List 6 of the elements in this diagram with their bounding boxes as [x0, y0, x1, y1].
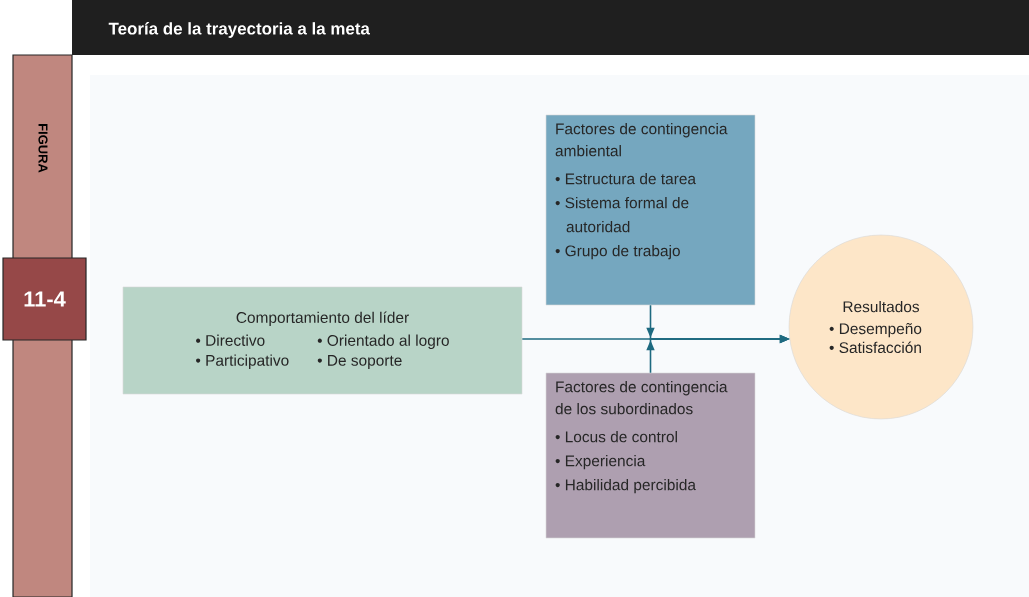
- factor-box: Factores de contingencia ambiental • Estructura de tarea • Sistema formal de autoridad • Grupo de trabajo: [545, 114, 756, 306]
- label: FIGURA: [38, 124, 48, 173]
- diagram-title: Teoría de la trayectoria a la meta: [108, 22, 370, 38]
- leader-behavior-box: Comportamiento del líder • Directivo • Orientado al logro • Participativo • De soporte: [122, 286, 523, 395]
- figure-number-box: 11-4: [2, 257, 87, 341]
- factor-box: Factores de contingencia de los subordinados • Locus de control • Experiencia • Habilidad percibida: [545, 372, 756, 539]
